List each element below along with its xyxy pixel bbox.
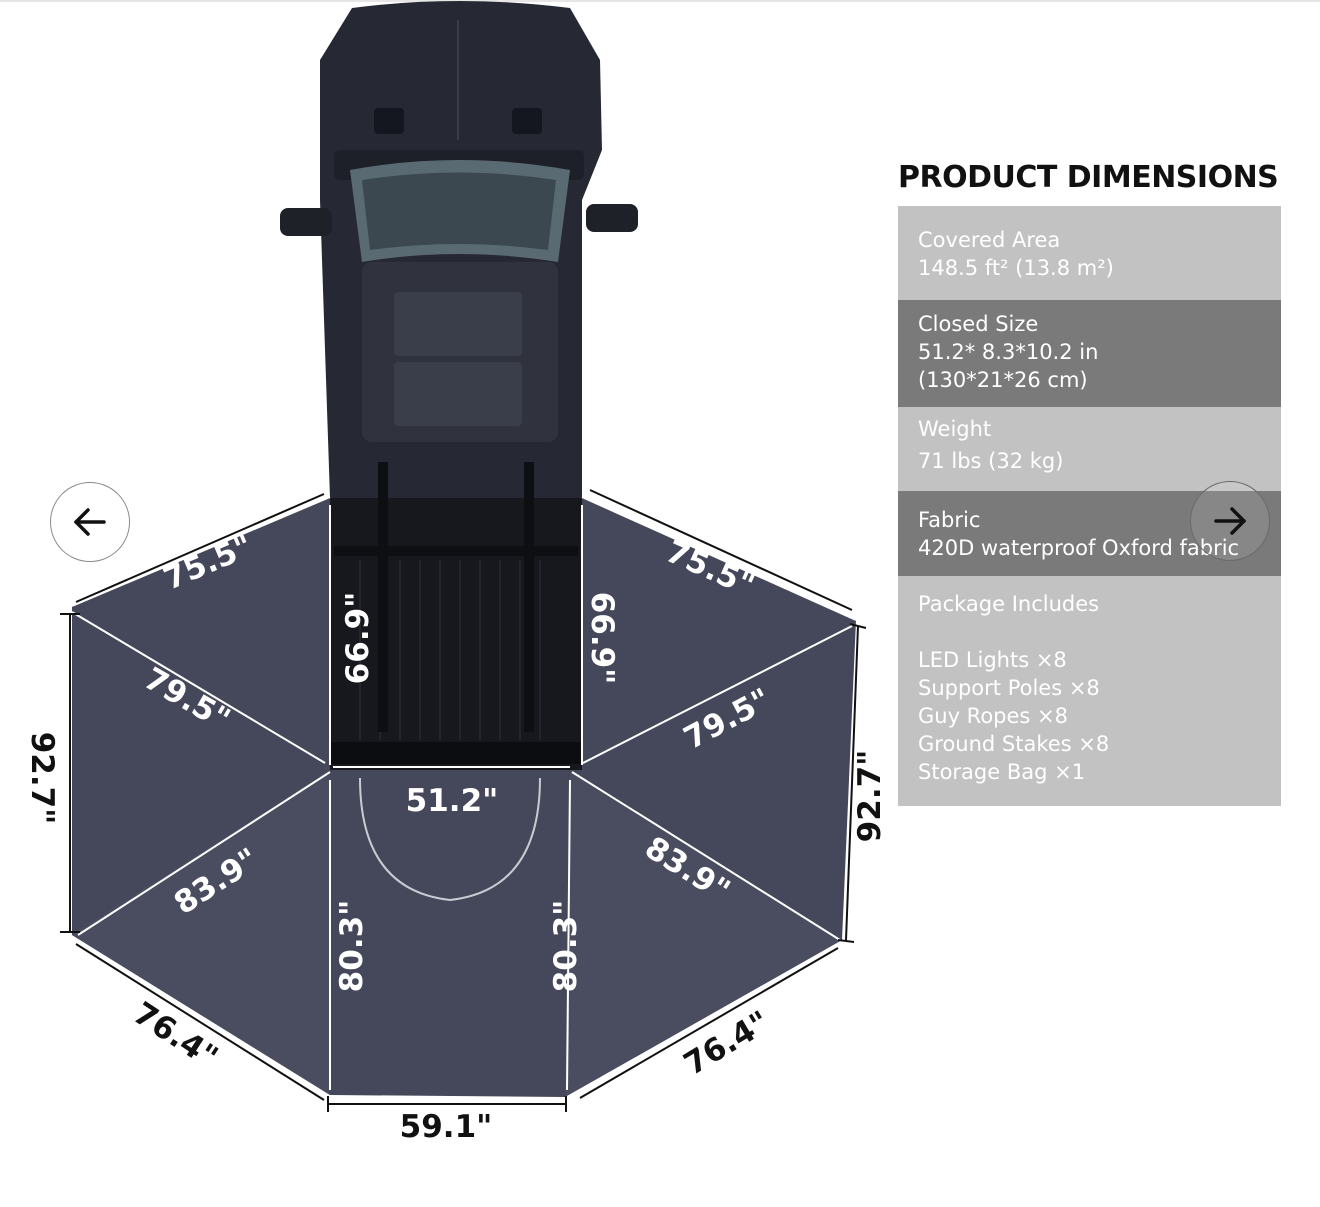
row-label: Closed Size <box>918 312 1039 336</box>
dim-rear-width: 51.2" <box>406 783 499 819</box>
package-item: LED Lights ×8 <box>918 648 1067 672</box>
row-value: 148.5 ft² (13.8 m²) <box>918 256 1114 280</box>
row-package-includes: Package Includes LED Lights ×8 Support P… <box>898 576 1281 806</box>
panel-title: PRODUCT DIMENSIONS <box>898 160 1279 195</box>
row-label: Weight <box>918 417 992 441</box>
row-label: Covered Area <box>918 228 1061 252</box>
row-value: 71 lbs (32 kg) <box>918 449 1064 473</box>
dim-bed-left: 66.9" <box>340 592 376 685</box>
row-covered-area: Covered Area 148.5 ft² (13.8 m²) <box>898 206 1281 300</box>
arrow-left-icon <box>74 508 106 536</box>
outer-dimension-lines <box>60 489 867 1112</box>
dim-center-right: 80.3" <box>548 900 584 993</box>
dim-bottom: 59.1" <box>400 1109 493 1145</box>
row-label: Package Includes <box>918 592 1100 616</box>
dim-side-left: 92.7" <box>24 732 60 825</box>
row-value-metric: (130*21*26 cm) <box>918 368 1088 392</box>
dim-bed-right: 66.9" <box>584 592 620 685</box>
door-outline <box>359 777 541 902</box>
truck-top-view <box>280 1 638 770</box>
row-value: 51.2* 8.3*10.2 in <box>918 340 1099 364</box>
arrow-right-icon <box>1214 507 1246 535</box>
top-divider <box>0 0 1320 2</box>
previous-button[interactable] <box>50 482 130 562</box>
package-item: Storage Bag ×1 <box>918 760 1086 784</box>
dim-center-left: 80.3" <box>334 900 370 993</box>
row-closed-size: Closed Size 51.2* 8.3*10.2 in (130*21*26… <box>898 300 1281 407</box>
seam-lines <box>71 496 857 1091</box>
row-value: 420D waterproof Oxford fabric <box>918 536 1240 560</box>
row-label: Fabric <box>918 508 981 532</box>
awning-dimension-diagram: 75.5" 75.5" 66.9" 66.9" 79.5" 79.5" 92.7… <box>24 1 888 1145</box>
row-weight: Weight 71 lbs (32 kg) <box>898 407 1281 491</box>
awning-fabric <box>72 497 856 1097</box>
package-item: Guy Ropes ×8 <box>918 704 1069 728</box>
next-button[interactable] <box>1190 481 1270 561</box>
package-item: Ground Stakes ×8 <box>918 732 1110 756</box>
dim-side-right: 92.7" <box>852 750 888 843</box>
package-item: Support Poles ×8 <box>918 676 1100 700</box>
